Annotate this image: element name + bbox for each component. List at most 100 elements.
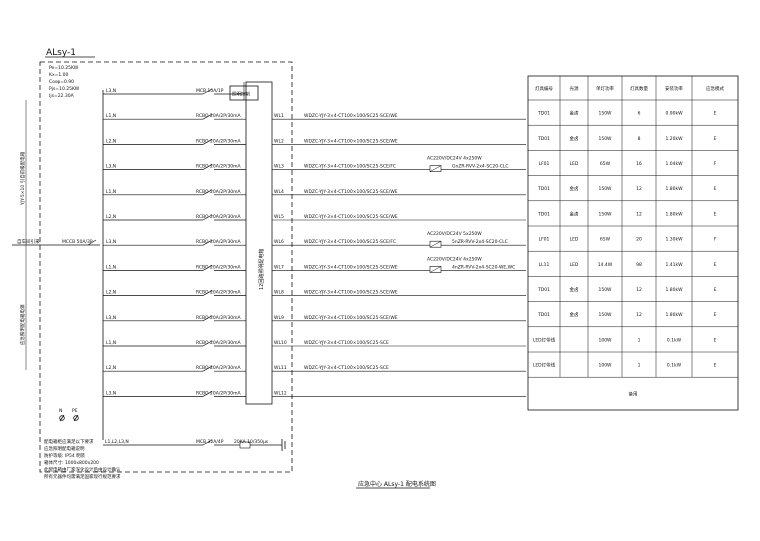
table-cell-9-1: TD01 — [537, 312, 550, 318]
table-cell-1-5: 0.90kW — [665, 111, 683, 117]
pe-terminal-label: PE — [72, 408, 78, 414]
control-label: 照明控制 — [232, 91, 250, 98]
table-cell-6-3: 65W — [600, 237, 611, 243]
panel-param-3: Cosφ=0.90 — [49, 79, 74, 85]
table-cell-10-5: 0.1kW — [667, 337, 682, 343]
table-cell-3-2: LED — [570, 161, 579, 167]
table-cell-3-4: 16 — [636, 161, 642, 167]
panel-param-1: Pe=10.25KW — [49, 65, 79, 71]
circuit-id-13: WL12 — [274, 390, 287, 396]
table-cell-2-2: 金卤 — [570, 135, 579, 142]
table-cell-11-3: 100W — [598, 363, 612, 369]
circuit-note-4: AC220V/DC24V 4x250W — [427, 156, 482, 162]
vertical-note-bottom: 应急照明配电箱电源 — [19, 304, 26, 345]
circuit-note-8: AC220V/DC24V 4x250W — [427, 256, 482, 262]
breaker-contact-4 — [202, 164, 213, 170]
table-cell-10-1: LED灯带线 — [533, 336, 556, 343]
table-cell-5-2: 金卤 — [570, 210, 579, 217]
vertical-note-top: YJY-5×10 引自前级配电箱 — [19, 151, 26, 206]
note-3: 防护等级: IP54 明装 — [44, 452, 86, 459]
table-header-2: 光源 — [570, 85, 579, 92]
busbar-label: 12回路照明配电箱 — [258, 249, 265, 290]
table-header-5: 安装功率 — [665, 85, 683, 92]
table-cell-9-5: 1.80kW — [665, 312, 683, 318]
table-cell-11-4: 1 — [638, 363, 641, 369]
circuit-id-10: WL9 — [274, 315, 284, 321]
circuit-cable-2: WDZC-YJY-3×4-CT100×100/SC25-SCE/WE — [304, 113, 398, 119]
table-cell-10-3: 100W — [598, 337, 612, 343]
pe-terminal-icon — [73, 415, 79, 421]
circuit-extra-4: GnZR-RVV-2x4-SC20-CLC — [452, 164, 509, 170]
table-cell-3-6: F — [714, 161, 717, 167]
table-cell-5-3: 150W — [598, 211, 612, 217]
table-cell-10-4: 1 — [638, 337, 641, 343]
table-cell-6-6: F — [714, 237, 717, 243]
circuit-phase-11: L1,N — [106, 340, 116, 346]
circuit-id-9: WL8 — [274, 290, 284, 296]
circuit-cable-3: WDZC-YJY-3×4-CT100×100/SC25-SCE/WE — [304, 138, 398, 144]
emergency-box-slash-7 — [429, 240, 442, 248]
table-cell-4-2: 金卤 — [570, 185, 579, 192]
table-cell-5-4: 12 — [636, 211, 642, 217]
circuit-breaker-2: RCBO 20A/2P/30mA — [196, 113, 242, 119]
note-5: 此配电箱由厂家深化设计后由设计确认 — [44, 466, 121, 473]
breaker-contact-12 — [202, 365, 213, 372]
table-header-4: 灯具数量 — [630, 85, 648, 92]
panel-param-4: Pjs=10.25KW — [49, 86, 80, 92]
table-cell-4-1: TD01 — [537, 186, 550, 192]
panel-param-2: Kx=1.00 — [49, 72, 69, 78]
breaker-contact-3 — [202, 139, 213, 145]
breaker-contact-8 — [202, 265, 213, 271]
table-cell-7-3: 14.4W — [598, 262, 613, 268]
pe-terminal-slash — [73, 414, 79, 422]
circuit-id-11: WL10 — [274, 340, 287, 346]
table-cell-5-6: E — [714, 211, 717, 217]
table-cell-8-5: 1.80kW — [665, 287, 683, 293]
circuit-breaker-6: RCBO 20A/2P/30mA — [196, 214, 242, 220]
circuit-breaker-8: RCBO 20A/2P/30mA — [196, 264, 242, 270]
table-header-6: 应急模式 — [706, 85, 724, 92]
breaker-contact-6 — [202, 214, 213, 221]
circuit-cable-11: WDZC-YJY-3×4-CT100×100/SC25-SCE — [304, 340, 389, 346]
table-cell-1-6: E — [714, 111, 717, 117]
circuit-cable-5: WDZC-YJY-3×4-CT100×100/SC25-SCE/WE — [304, 189, 398, 195]
circuit-breaker-12: RCBO 20A/2P/30mA — [196, 365, 242, 371]
circuit-phase-3: L2,N — [106, 138, 116, 144]
table-cell-2-5: 1.20kW — [665, 136, 683, 142]
table-border — [527, 75, 739, 411]
table-cell-4-5: 1.80kW — [665, 186, 683, 192]
table-cell-7-6: E — [714, 262, 717, 268]
breaker-contact-11 — [202, 340, 213, 347]
table-cell-9-3: 150W — [598, 312, 612, 318]
circuit-phase-2: L1,N — [106, 113, 116, 119]
circuit-cable-7: WDZC-YJY-3×4-CT100×100/SC25-SCE/FC — [304, 239, 396, 245]
table-cell-9-4: 12 — [636, 312, 642, 318]
breaker-contact-1 — [202, 88, 213, 95]
table-cell-3-1: LF01 — [539, 161, 550, 167]
note-6: 所有元器件均需满足国家现行规范要求 — [44, 473, 121, 480]
table-cell-2-1: TD01 — [537, 136, 550, 142]
circuit-cable-12: WDZC-YJY-3×4-CT100×100/SC25-SCE — [304, 365, 389, 371]
table-cell-8-4: 12 — [636, 287, 642, 293]
table-cell-5-1: TD01 — [537, 211, 550, 217]
spare-breaker-contact — [202, 439, 213, 446]
table-cell-8-3: 150W — [598, 287, 612, 293]
circuit-id-12: WL11 — [274, 365, 287, 371]
circuit-extra-8: 4nZR-RVV-2x4-SC20-WE,WC — [452, 264, 515, 270]
table-cell-1-4: 6 — [638, 111, 641, 117]
circuit-phase-9: L2,N — [106, 290, 116, 296]
emergency-box-slash-4 — [429, 165, 442, 172]
breaker-contact-5 — [202, 189, 213, 196]
table-cell-7-5: 1.41kW — [665, 262, 683, 268]
circuit-id-4: WL3 — [274, 164, 284, 170]
table-cell-5-5: 1.80kW — [665, 211, 683, 217]
circuit-phase-7: L3,N — [106, 239, 116, 245]
circuit-id-3: WL2 — [274, 138, 284, 144]
table-cell-6-2: LED — [570, 237, 579, 243]
circuit-cable-8: WDZC-YJY-3×4-CT100×100/SC25-SCE/WE — [304, 264, 398, 270]
circuit-breaker-4: RCBO 20A/2P/30mA — [196, 164, 242, 170]
table-cell-4-6: E — [714, 186, 717, 192]
incoming-label: 自车间引来 — [17, 238, 40, 245]
spare-phase: L1,L2,L3,N — [105, 439, 129, 445]
